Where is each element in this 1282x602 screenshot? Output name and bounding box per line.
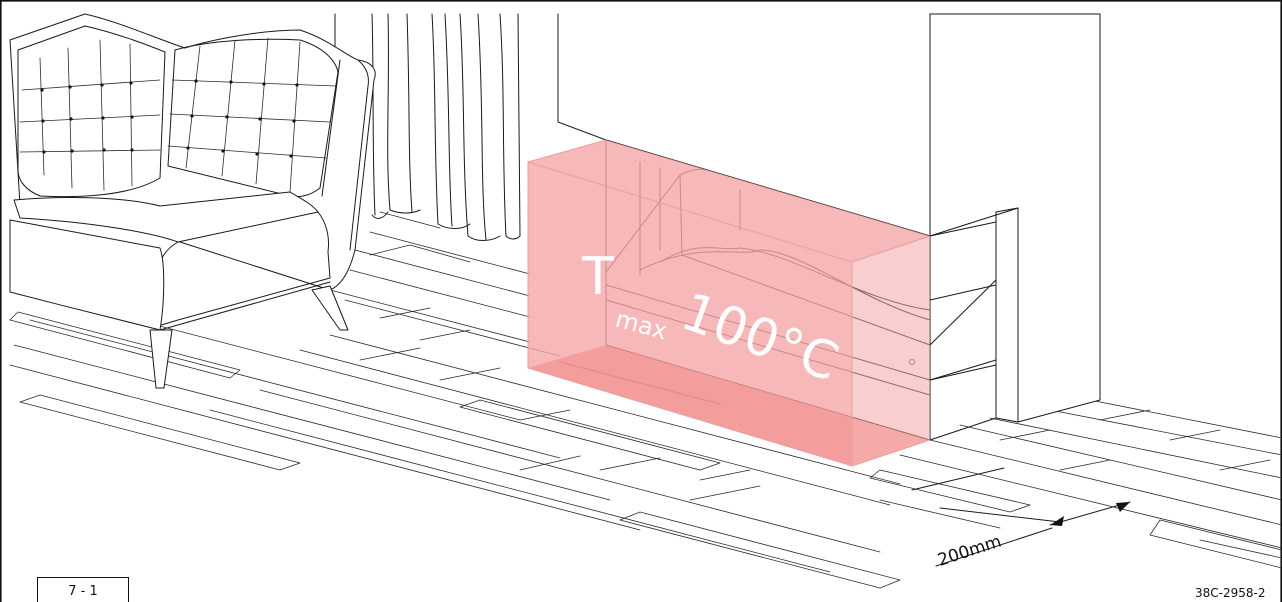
figure-number: 7 - 1	[68, 584, 98, 599]
floor-boards	[9, 211, 1282, 589]
safety-zone	[527, 139, 931, 467]
curtain	[334, 13, 521, 241]
zone-top-face	[528, 140, 930, 262]
reference-code: 38C-2958-2	[1195, 586, 1265, 600]
temperature-symbol: T	[581, 247, 614, 307]
armchair	[9, 13, 376, 389]
distance-dimension: 200mm	[911, 467, 1131, 571]
zone-floor	[528, 345, 930, 466]
figure-number-box: 7 - 1	[37, 577, 129, 602]
distance-label: 200mm	[935, 531, 1004, 570]
